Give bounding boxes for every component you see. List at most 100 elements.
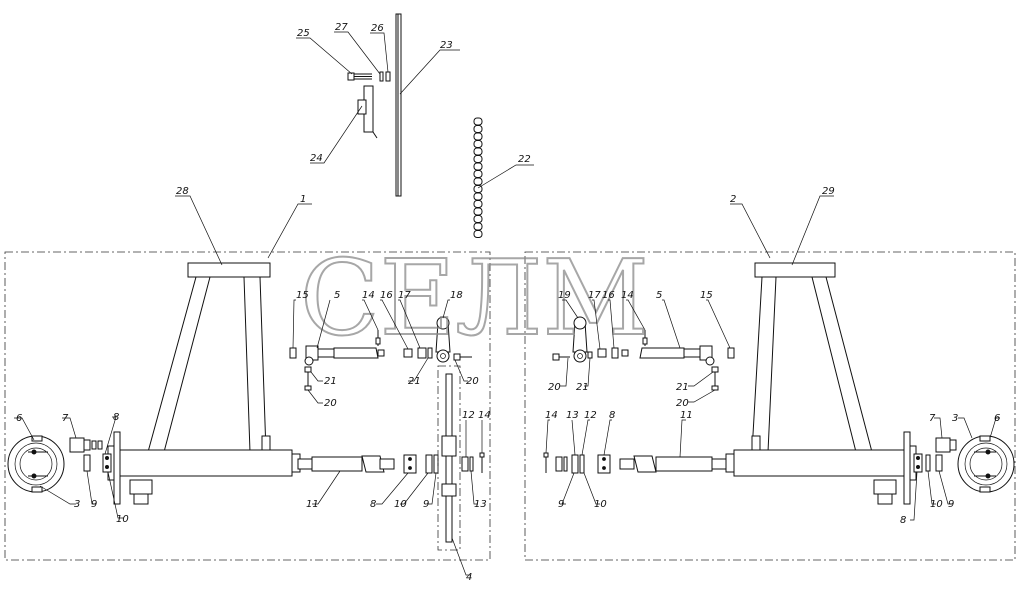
callout-9c: 9	[558, 499, 564, 510]
right-assembly-frame	[524, 251, 1016, 561]
left-top-plate-28	[187, 262, 271, 278]
callout-29: 29	[822, 186, 835, 197]
chain-link	[473, 155, 483, 163]
left-frame-1	[107, 262, 301, 505]
callout-9b: 9	[423, 499, 429, 510]
callout-10b: 10	[394, 499, 407, 510]
chain-link	[473, 170, 483, 178]
callout-17: 17	[398, 290, 411, 301]
right-tie-rod-5	[552, 316, 735, 391]
callout-4: 4	[466, 572, 472, 583]
callout-14a: 14	[362, 290, 375, 301]
callout-12r: 12	[584, 410, 597, 421]
chain-link	[473, 147, 483, 156]
callout-labels: 25 27 26 23 24 22 1 28 15 5 14 16 17 18 …	[16, 22, 1000, 583]
callout-20a: 20	[324, 398, 337, 409]
callout-16r: 16	[602, 290, 615, 301]
washer-9	[83, 454, 91, 472]
callout-10c: 10	[594, 499, 607, 510]
callout-23: 23	[440, 40, 453, 51]
chain-link	[473, 207, 483, 216]
callout-15: 15	[296, 290, 309, 301]
nut-26	[385, 71, 391, 82]
callout-28: 28	[176, 186, 189, 197]
left-tie-rod-5	[289, 316, 472, 391]
callout-21c: 21	[576, 382, 589, 393]
callout-27: 27	[335, 22, 348, 33]
chain-link	[473, 230, 483, 238]
callout-18: 18	[450, 290, 463, 301]
callout-3: 3	[74, 499, 80, 510]
callout-15r: 15	[700, 290, 713, 301]
callout-8d: 8	[900, 515, 906, 526]
callout-20d: 20	[676, 398, 689, 409]
callout-25: 25	[297, 28, 310, 39]
chain-22	[473, 117, 483, 238]
left-hub-parts	[69, 437, 112, 473]
callout-21d: 21	[676, 382, 689, 393]
callout-8c: 8	[609, 410, 615, 421]
chain-link	[473, 117, 483, 126]
marker-board-assembly	[347, 13, 402, 197]
bolt-25	[347, 72, 372, 81]
callout-19: 19	[558, 290, 571, 301]
left-axle-11	[297, 455, 395, 473]
left-washer-10	[425, 454, 433, 474]
callout-22: 22	[518, 154, 531, 165]
callout-12: 12	[462, 410, 475, 421]
callout-20c: 20	[548, 382, 561, 393]
right-hub-parts	[913, 437, 957, 473]
callout-24: 24	[310, 153, 323, 164]
right-frame-2	[725, 262, 917, 505]
callout-17r: 17	[588, 290, 601, 301]
callout-6r: 6	[994, 413, 1000, 424]
callout-26: 26	[371, 23, 384, 34]
right-axle-11	[619, 455, 727, 473]
washer-27	[379, 71, 384, 82]
callout-21a: 21	[324, 376, 337, 387]
leader-lines	[14, 31, 1000, 576]
callout-11: 11	[306, 499, 319, 510]
callout-8a: 8	[113, 412, 119, 423]
watermark-text: СЕЛМ	[300, 237, 649, 359]
callout-3r: 3	[952, 413, 958, 424]
chain-link	[473, 162, 483, 171]
chain-link	[473, 200, 483, 208]
callout-13r: 13	[566, 410, 579, 421]
callout-9a: 9	[91, 499, 97, 510]
bearing-10	[102, 453, 112, 473]
callout-10d: 10	[930, 499, 943, 510]
chain-link	[473, 177, 483, 186]
callout-2: 2	[730, 194, 736, 205]
chain-link	[473, 140, 483, 148]
callout-21b: 21	[408, 376, 421, 387]
chain-link	[473, 215, 483, 223]
hub-cap-7	[69, 437, 85, 453]
callout-10a: 10	[116, 514, 129, 525]
callout-14d: 14	[545, 410, 558, 421]
callout-20b: 20	[466, 376, 479, 387]
left-bearing-8	[403, 454, 417, 474]
right-brake-assembly	[957, 435, 1015, 493]
left-brake-assembly	[7, 435, 65, 493]
callout-16: 16	[380, 290, 393, 301]
right-top-plate-29	[754, 262, 836, 278]
callout-9d: 9	[948, 499, 954, 510]
callout-8b: 8	[370, 499, 376, 510]
callout-7r: 7	[929, 413, 936, 424]
callout-6: 6	[16, 413, 22, 424]
callout-13: 13	[474, 499, 487, 510]
chain-link	[473, 192, 483, 201]
chain-link	[473, 125, 483, 133]
chain-link	[473, 132, 483, 141]
callout-1: 1	[300, 194, 306, 205]
callout-7: 7	[62, 413, 69, 424]
callout-5: 5	[334, 290, 340, 301]
callout-14c: 14	[621, 290, 634, 301]
left-assembly-frame	[4, 251, 491, 561]
callout-11r: 11	[680, 410, 693, 421]
chain-link	[473, 222, 483, 231]
callout-5r: 5	[656, 290, 662, 301]
